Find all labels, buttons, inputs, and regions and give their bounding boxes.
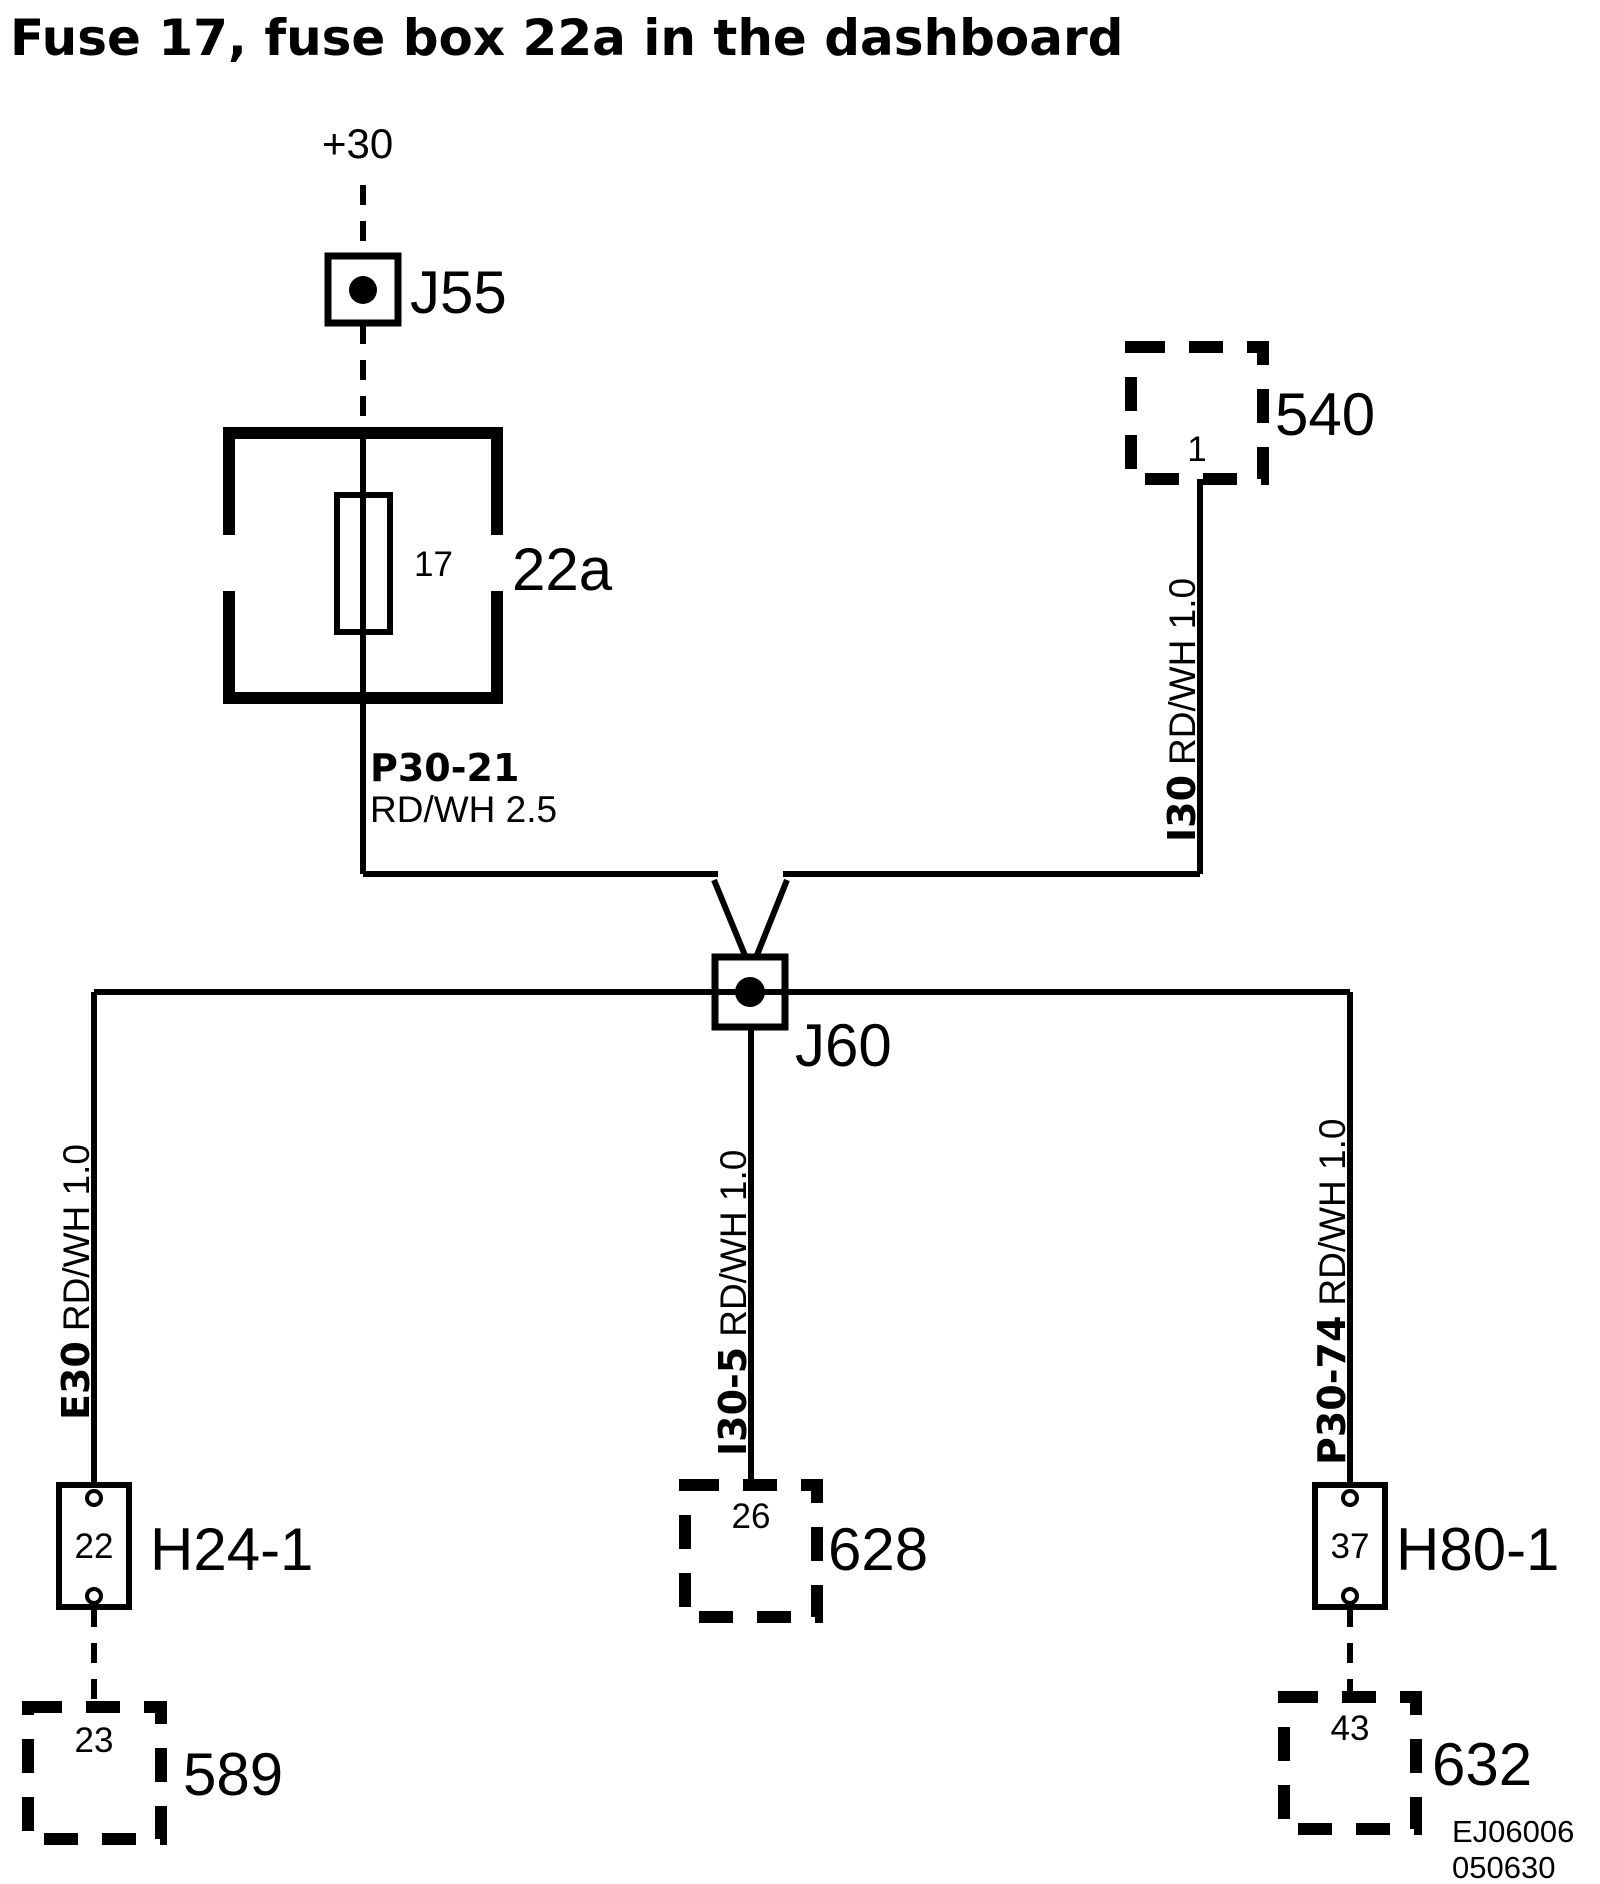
wire-p30-21-code: P30-21 — [370, 746, 519, 790]
component-589-box — [22, 1701, 167, 1845]
reference-code-line2: 050630 — [1452, 1850, 1555, 1884]
connector-h80-1-label: H80-1 — [1396, 1516, 1559, 1583]
wire-i30-5-code: I30-5 — [711, 1347, 755, 1456]
reference-code-line1: EJ06006 — [1452, 1814, 1574, 1849]
wire-i30-label: I30 RD/WH 1.0 — [1160, 578, 1204, 842]
wire-e30-code: E30 — [54, 1341, 98, 1420]
connector-h80-1-top-terminal — [1341, 1489, 1359, 1507]
wire-i30-spec: RD/WH 1.0 — [1162, 578, 1203, 765]
component-540-label: 540 — [1275, 381, 1375, 448]
wire-i30-5-spec: RD/WH 1.0 — [713, 1150, 754, 1337]
j55-label: J55 — [410, 259, 507, 326]
wire-p30-74-code: P30-74 — [1310, 1316, 1354, 1465]
connector-h80-1-pin: 37 — [1331, 1527, 1370, 1566]
component-632-label: 632 — [1432, 1731, 1532, 1798]
supply-label: +30 — [322, 120, 393, 167]
page-title: Fuse 17, fuse box 22a in the dashboard — [10, 9, 1123, 67]
connector-h80-1-bottom-terminal — [1341, 1587, 1359, 1605]
j60-junction-dot — [735, 977, 765, 1007]
connector-h24-1-top-terminal — [85, 1489, 103, 1507]
wire-p30-21-spec: RD/WH 2.5 — [370, 789, 557, 830]
wire-i30-5-label: I30-5 RD/WH 1.0 — [711, 1150, 755, 1456]
wire-p30-74-spec: RD/WH 1.0 — [1312, 1119, 1353, 1306]
wire-e30-label: E30 RD/WH 1.0 — [54, 1144, 98, 1420]
component-540-box — [1125, 341, 1269, 485]
wire-p30-74-label: P30-74 RD/WH 1.0 — [1310, 1119, 1354, 1465]
component-589-label: 589 — [183, 1741, 283, 1808]
component-628-box — [679, 1479, 823, 1623]
wire-e30-spec: RD/WH 1.0 — [56, 1144, 97, 1331]
component-628-pin: 26 — [732, 1497, 771, 1536]
component-632-box — [1278, 1691, 1422, 1835]
wire-i30-code: I30 — [1160, 775, 1204, 842]
connector-h24-1-pin: 22 — [75, 1527, 114, 1566]
j55-junction-dot — [349, 276, 377, 304]
component-589-pin: 23 — [75, 1721, 114, 1760]
fusebox-label: 22a — [512, 536, 613, 603]
j60-label: J60 — [795, 1012, 892, 1079]
connector-h24-1-label: H24-1 — [150, 1516, 313, 1583]
component-628-label: 628 — [828, 1516, 928, 1583]
fuse-number: 17 — [414, 545, 453, 584]
connector-h24-1-bottom-terminal — [85, 1587, 103, 1605]
component-540-pin: 1 — [1187, 430, 1206, 469]
component-632-pin: 43 — [1331, 1709, 1370, 1748]
